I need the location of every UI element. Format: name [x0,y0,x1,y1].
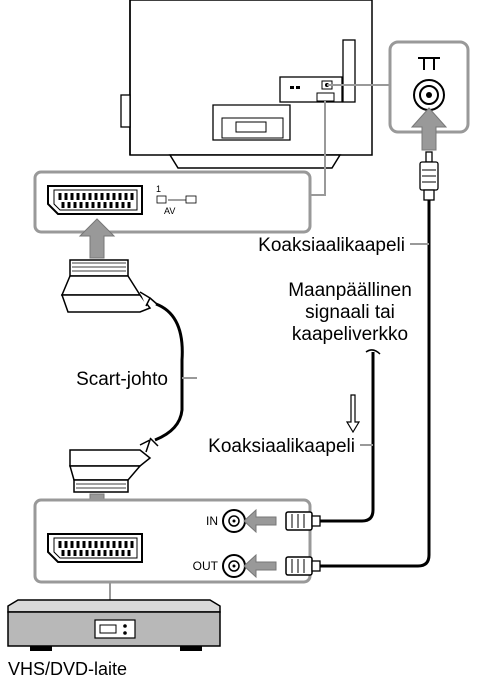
coax-plug-in [285,511,321,531]
coax-cable-bottom-label: Koaksiaalikaapeli [208,436,355,457]
arrow-left-in [243,508,277,534]
tv-rear-view [120,0,373,169]
antenna-icon [418,57,440,70]
scart-cable [154,302,184,442]
coax-cable-in [320,352,375,523]
signal-source-label-3: kaapeliverkko [292,324,408,345]
port-out-label: OUT [193,559,219,573]
coax-jack-icon [413,79,445,111]
scart-cable-label: Scart-johto [76,369,168,390]
signal-source-label-2: signaali tai [305,302,395,323]
coax-cable-top-label: Koaksiaalikaapeli [258,235,405,256]
arrow-left-out [243,553,277,579]
signal-source-label-1: Maanpäällinen [288,280,412,301]
arrow-up-scart [78,218,116,259]
coax-jack-icon [222,554,246,578]
arrow-up-antenna [410,107,448,151]
scart-plug-bottom [69,437,159,493]
device-connector-panel: IN OUT [33,498,312,584]
coax-cable-out [320,200,431,568]
port-in-label: IN [206,514,218,528]
tv-scart-panel: 1 AV [33,170,312,234]
av-port-label: AV [164,206,175,216]
vcr-dvd-device [7,599,221,651]
coax-plug-top [419,151,439,201]
coax-plug-out [285,556,321,576]
vcr-dvd-device-label: VHS/DVD-laite [8,659,127,679]
coax-jack-icon [222,509,246,533]
signal-direction-arrow [345,394,361,434]
scart-port-icon [47,185,143,215]
av-port-number: 1 [156,184,161,194]
scart-port-icon [47,533,143,563]
tv-scart-socket [316,92,335,102]
scart-plug-top [60,259,159,313]
